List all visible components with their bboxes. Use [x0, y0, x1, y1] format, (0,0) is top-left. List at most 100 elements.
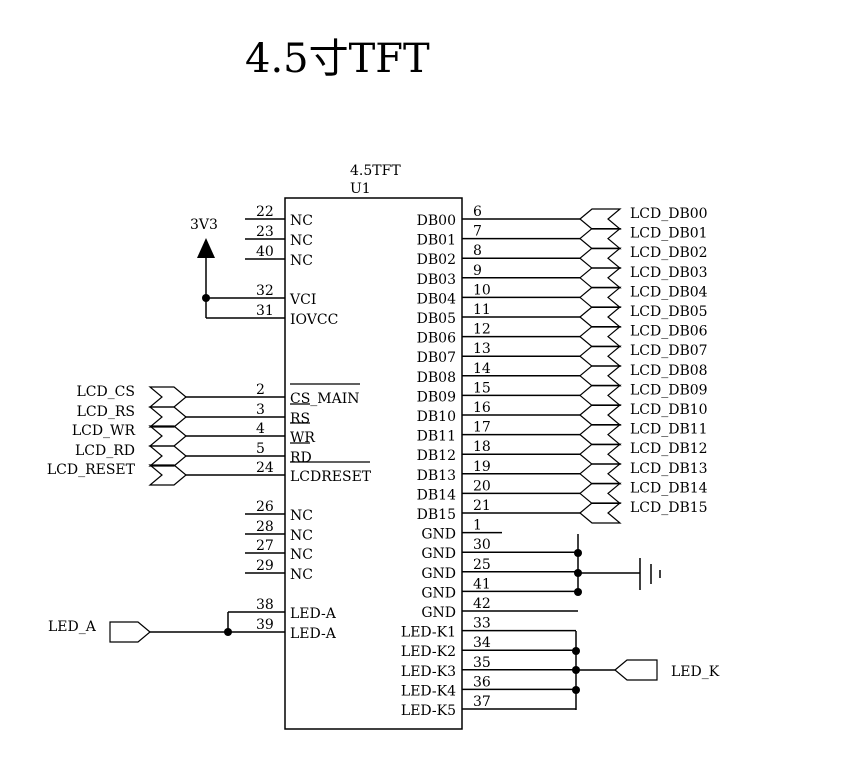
net-port-icon	[579, 286, 622, 308]
pin-number: 23	[256, 224, 274, 240]
net-label: LCD_DB02	[630, 245, 708, 261]
pin-number: 26	[256, 499, 274, 515]
pin-name: LED-K1	[401, 625, 456, 641]
pin-number: 29	[256, 558, 274, 574]
pin-number: 1	[473, 518, 482, 534]
pin-number: 38	[256, 597, 274, 613]
pin-number: 17	[473, 420, 491, 436]
led-a-net-label: LED_A	[48, 619, 97, 635]
pin-name: DB02	[417, 252, 456, 268]
pin-number: 25	[473, 557, 491, 573]
pin-name: DB08	[417, 370, 456, 386]
pin-name: LCDRESET	[290, 469, 372, 485]
pin-name: CS_MAIN	[290, 391, 360, 407]
net-port-icon	[148, 406, 187, 428]
pin-number: 21	[473, 498, 491, 514]
pin-name: LED-K2	[401, 644, 456, 660]
component-ref: U1	[350, 181, 371, 197]
pin-name: RS	[290, 411, 310, 427]
pin-name: DB10	[417, 409, 456, 425]
net-port-icon	[148, 425, 187, 447]
junction-dot	[572, 647, 580, 655]
pin-number: 42	[473, 596, 491, 612]
pin-name: RD	[290, 450, 312, 466]
pin-name: NC	[290, 528, 313, 544]
power-arrow-icon	[197, 238, 215, 258]
net-port-icon	[579, 267, 622, 289]
pin-name: IOVCC	[290, 312, 338, 328]
pin-number: 5	[256, 441, 265, 457]
pin-number: 16	[473, 400, 491, 416]
pin-number: 35	[473, 655, 491, 671]
pin-number: 15	[473, 380, 491, 396]
pin-name: GND	[421, 566, 456, 582]
pin-number: 31	[256, 303, 274, 319]
pin-name: DB11	[417, 429, 456, 445]
net-label: LCD_DB07	[630, 343, 708, 359]
pin-number: 7	[473, 224, 482, 240]
pin-name: NC	[290, 213, 313, 229]
pin-name: WR	[290, 430, 315, 446]
pin-name: DB09	[417, 389, 456, 405]
junction-dot	[574, 588, 582, 596]
pin-name: DB06	[417, 331, 456, 347]
net-port-icon	[148, 445, 187, 467]
pin-name: GND	[421, 546, 456, 562]
junction-dot	[572, 666, 580, 674]
pin-name: DB15	[417, 507, 456, 523]
pin-name: NC	[290, 233, 313, 249]
pin-name: DB07	[417, 350, 456, 366]
pin-number: 36	[473, 674, 491, 690]
net-port-icon	[579, 384, 622, 406]
led-a-port-icon	[109, 621, 151, 643]
pin-number: 9	[473, 263, 482, 279]
net-port-icon	[579, 502, 622, 524]
pin-name: NC	[290, 253, 313, 269]
net-port-icon	[579, 345, 622, 367]
net-label: LCD_DB11	[630, 422, 708, 438]
net-port-icon	[579, 247, 622, 269]
net-label: LCD_CS	[76, 384, 135, 400]
ic-body	[284, 197, 463, 730]
right-pin-group: 6DB007DB018DB029DB0310DB0411DB0512DB0613…	[401, 204, 580, 719]
pin-name: DB01	[417, 233, 456, 249]
pin-number: 13	[473, 341, 491, 357]
pin-name: VCI	[289, 292, 316, 308]
pin-number: 8	[473, 243, 482, 259]
pin-name: DB03	[417, 272, 456, 288]
net-port-icon	[579, 404, 622, 426]
pin-number: 30	[473, 537, 491, 553]
net-label: LCD_RS	[77, 404, 135, 420]
net-label: LCD_DB00	[630, 206, 708, 222]
net-label: LCD_DB13	[630, 461, 708, 477]
pin-number: 32	[256, 283, 274, 299]
pin-number: 27	[256, 538, 274, 554]
pin-name: GND	[421, 585, 456, 601]
net-label: LCD_WR	[72, 423, 136, 439]
pin-number: 18	[473, 439, 491, 455]
pin-name: DB05	[417, 311, 456, 327]
pin-number: 24	[256, 460, 274, 476]
net-port-icon	[148, 386, 187, 408]
pin-name: GND	[421, 527, 456, 543]
pin-number: 10	[473, 282, 491, 298]
pin-name: LED-A	[290, 606, 337, 622]
pin-number: 14	[473, 361, 491, 377]
net-port-icon	[579, 365, 622, 387]
net-label: LCD_DB14	[630, 480, 708, 496]
pin-name: DB14	[417, 487, 456, 503]
pin-number: 41	[473, 576, 491, 592]
pin-name: LED-K4	[401, 683, 456, 699]
net-label: LCD_DB06	[630, 324, 708, 340]
pin-number: 4	[256, 421, 265, 437]
pin-name: NC	[290, 547, 313, 563]
pin-name: DB12	[417, 448, 456, 464]
led-k-port-icon	[614, 659, 658, 681]
pin-name: DB00	[417, 213, 456, 229]
component-value: 4.5TFT	[350, 163, 401, 179]
pin-number: 2	[256, 382, 265, 398]
pin-name: LED-K3	[401, 664, 456, 680]
pin-number: 20	[473, 478, 491, 494]
net-label: LCD_DB15	[630, 500, 708, 516]
